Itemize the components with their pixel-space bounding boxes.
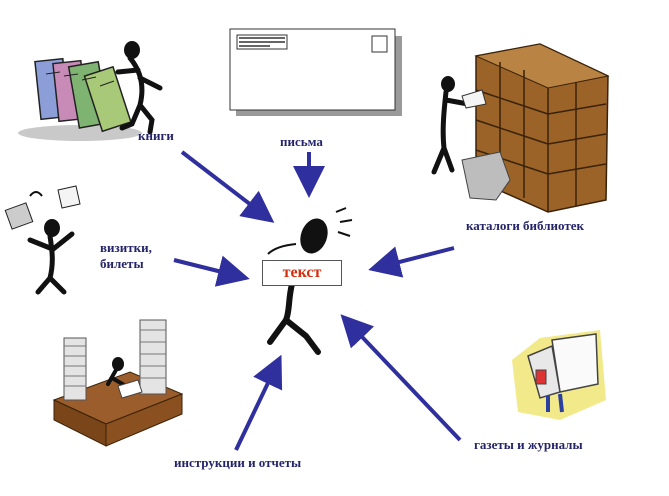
center-text-label: текст	[282, 264, 322, 281]
label-cards-line1: визитки,	[100, 240, 152, 255]
catalog-illustration	[431, 43, 610, 213]
label-newspapers: газеты и журналы	[474, 437, 583, 452]
newspapers-illustration	[512, 330, 606, 420]
label-books: книги	[138, 128, 174, 143]
label-letters: письма	[280, 134, 323, 149]
label-cards-line2: билеты	[100, 256, 144, 271]
instructions-illustration	[52, 319, 184, 447]
arrow-cards	[173, 255, 250, 287]
center-text-box: текст	[262, 260, 342, 286]
books-illustration	[18, 41, 163, 141]
arrow-instructions	[234, 354, 283, 451]
arrow-catalogs	[368, 246, 455, 278]
arrow-books	[180, 150, 275, 223]
cards-illustration	[4, 185, 81, 295]
label-cards: визитки, билеты	[100, 240, 152, 272]
central-figure	[267, 207, 353, 355]
envelope-illustration	[229, 28, 402, 116]
label-instructions: инструкции и отчеты	[174, 455, 302, 470]
label-catalogs: каталоги библиотек	[466, 218, 584, 233]
arrow-newspapers	[340, 314, 462, 442]
